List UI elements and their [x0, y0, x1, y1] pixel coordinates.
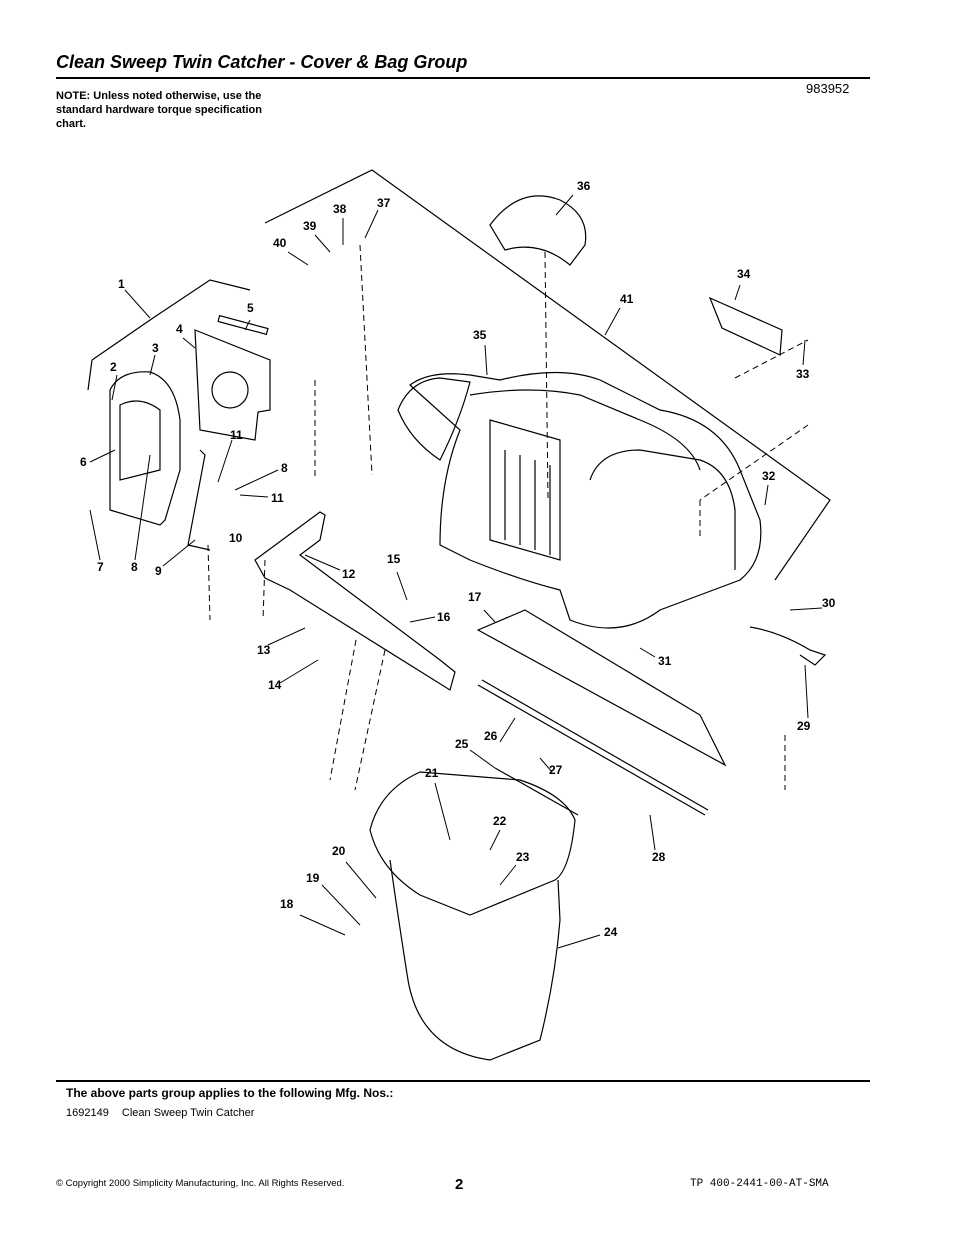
callout-9: 9 — [155, 564, 162, 578]
callout-26: 26 — [484, 729, 498, 743]
callout-23: 23 — [516, 850, 530, 864]
callout-11a: 11 — [230, 428, 243, 442]
callout-11b: 11 — [271, 491, 284, 505]
callout-27: 27 — [549, 763, 563, 777]
callout-numbers: 1 2 3 4 5 6 7 8 9 10 11 11 8 12 13 14 15… — [80, 179, 836, 939]
callout-13: 13 — [257, 643, 271, 657]
callout-8: 8 — [131, 560, 138, 574]
callout-41: 41 — [620, 292, 634, 306]
exploded-parts-diagram: 1 2 3 4 5 6 7 8 9 10 11 11 8 12 13 14 15… — [80, 169, 836, 1061]
callout-leaders — [89, 194, 823, 949]
callout-21: 21 — [425, 766, 439, 780]
mfg-entry: 1692149 Clean Sweep Twin Catcher — [66, 1107, 264, 1119]
callout-10: 10 — [229, 531, 243, 545]
callout-12: 12 — [342, 567, 356, 581]
callout-39: 39 — [303, 219, 317, 233]
callout-3: 3 — [152, 341, 159, 355]
header-rule — [56, 77, 870, 79]
callout-34: 34 — [737, 267, 751, 281]
callout-8b: 8 — [281, 461, 288, 475]
copyright: © Copyright 2000 Simplicity Manufacturin… — [56, 1178, 345, 1189]
callout-17: 17 — [468, 590, 482, 604]
page-title: Clean Sweep Twin Catcher - Cover & Bag G… — [56, 52, 468, 72]
callout-6: 6 — [80, 455, 87, 469]
callout-19: 19 — [306, 871, 320, 885]
callout-37: 37 — [377, 196, 391, 210]
callout-4: 4 — [176, 322, 183, 336]
callout-35: 35 — [473, 328, 487, 342]
callout-36: 36 — [577, 179, 591, 193]
tp-number: TP 400-2441-00-AT-SMA — [690, 1178, 829, 1190]
callout-33: 33 — [796, 367, 810, 381]
assembly-guide-lines — [207, 244, 809, 791]
footer-rule — [56, 1080, 870, 1082]
callout-22: 22 — [493, 814, 507, 828]
callout-38: 38 — [333, 202, 347, 216]
callout-40: 40 — [273, 236, 287, 250]
callout-32: 32 — [762, 469, 776, 483]
callout-30: 30 — [822, 596, 836, 610]
callout-25: 25 — [455, 737, 469, 751]
callout-15: 15 — [387, 552, 401, 566]
callout-14: 14 — [268, 678, 282, 692]
parts-artwork — [87, 169, 831, 1061]
callout-20: 20 — [332, 844, 346, 858]
mfg-number: 1692149 — [66, 1107, 109, 1119]
callout-28: 28 — [652, 850, 666, 864]
document-number: 983952 — [806, 81, 850, 96]
callout-16: 16 — [437, 610, 451, 624]
applies-heading: The above parts group applies to the fol… — [66, 1086, 394, 1100]
callout-5: 5 — [247, 301, 254, 315]
callout-2: 2 — [110, 360, 117, 374]
mfg-description: Clean Sweep Twin Catcher — [121, 1107, 255, 1119]
callout-1: 1 — [118, 277, 125, 291]
callout-29: 29 — [797, 719, 811, 733]
callout-7: 7 — [97, 560, 104, 574]
torque-note: NOTE: Unless noted otherwise, use the st… — [56, 90, 262, 130]
callout-31: 31 — [658, 654, 672, 668]
callout-24: 24 — [604, 925, 618, 939]
callout-18: 18 — [280, 897, 294, 911]
page-number: 2 — [455, 1176, 464, 1193]
